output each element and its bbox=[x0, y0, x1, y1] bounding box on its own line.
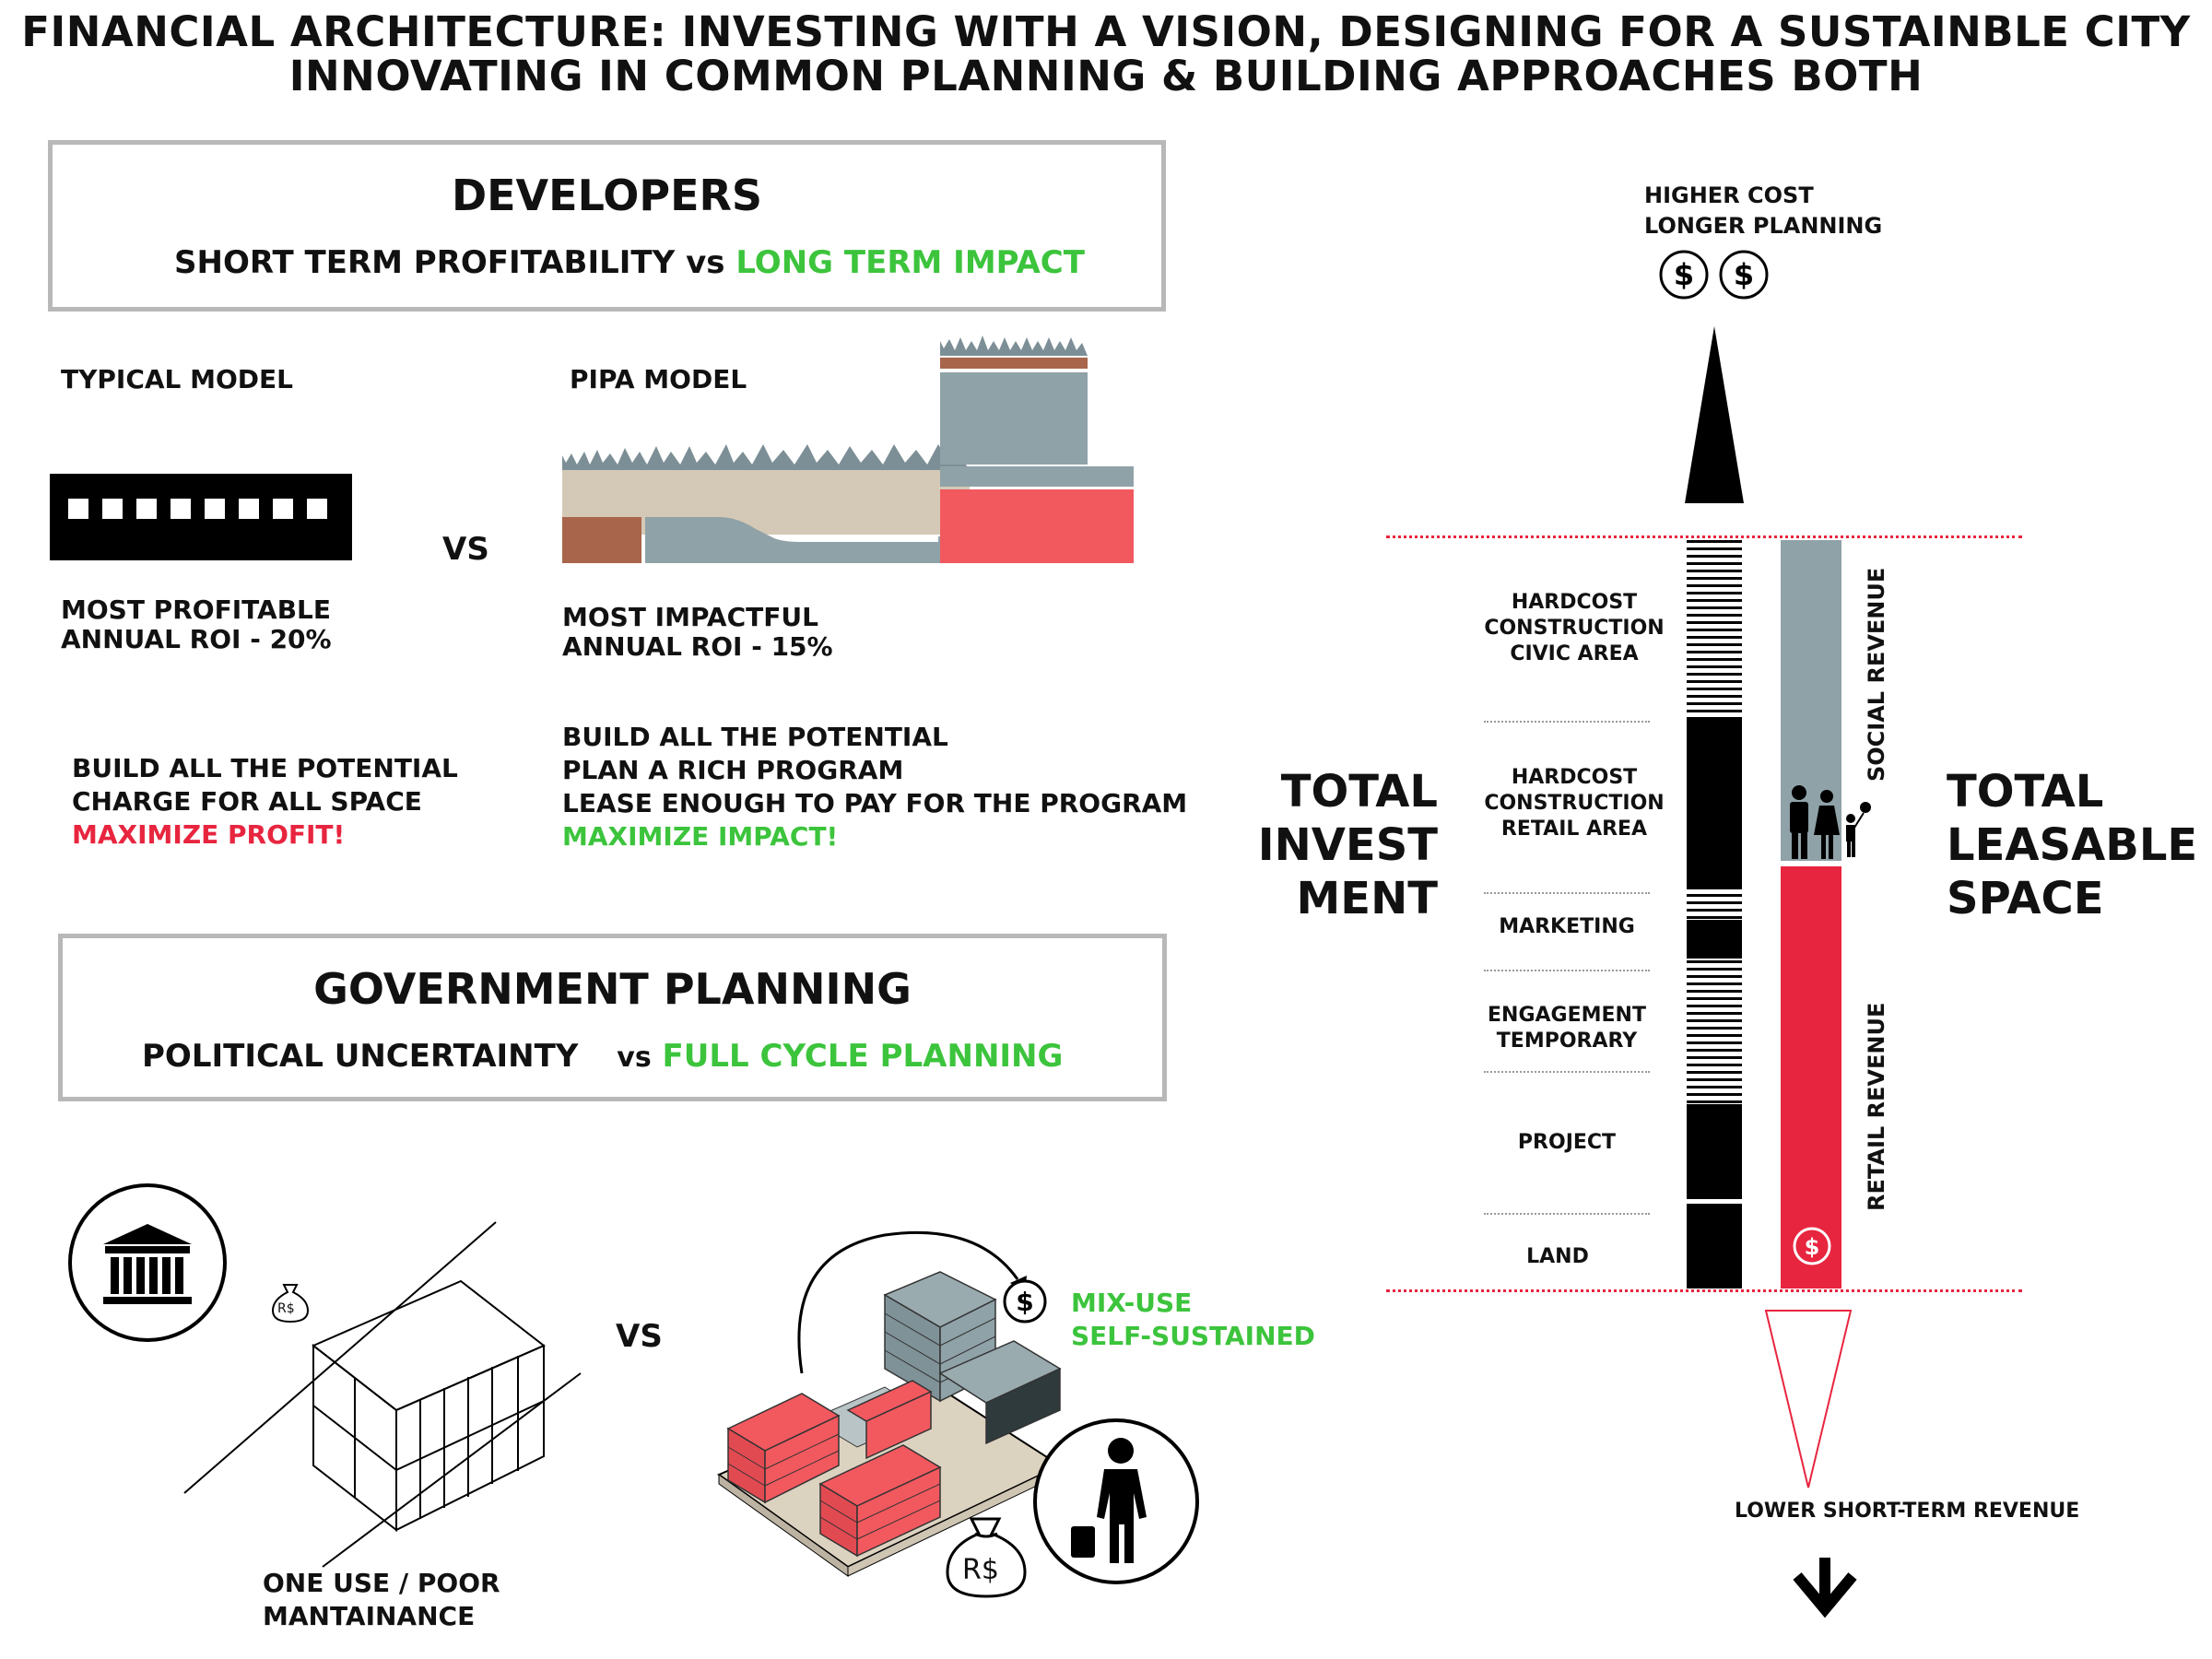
full-cycle-text: FULL CYCLE PLANNING bbox=[662, 1038, 1064, 1075]
short-term-text: SHORT TERM PROFITABILITY bbox=[174, 244, 676, 281]
bottom-vs: VS bbox=[616, 1318, 663, 1355]
one-use-building-drawing bbox=[183, 1221, 582, 1568]
bank-icon-circle bbox=[68, 1183, 227, 1342]
pipa-model-label: PIPA MODEL bbox=[570, 364, 747, 394]
down-arrow-icon bbox=[1793, 1558, 1857, 1618]
political-uncertainty-text: POLITICAL UNCERTAINTY bbox=[142, 1038, 579, 1075]
svg-text:$: $ bbox=[1674, 257, 1694, 292]
pipa-result-line2: ANNUAL ROI - 15% bbox=[562, 631, 833, 662]
civic-area-segment bbox=[1687, 540, 1742, 717]
dollar-coin-on-bar: $ bbox=[1793, 1227, 1831, 1265]
bottom-boundary-line bbox=[1386, 1289, 2022, 1292]
typical-building-windows bbox=[68, 499, 327, 519]
developers-vs: vs bbox=[686, 244, 725, 281]
revenue-bar bbox=[1781, 540, 1841, 1288]
business-person-icon bbox=[1071, 1438, 1147, 1563]
tower-red-base bbox=[940, 489, 1134, 563]
cycle-arrow bbox=[797, 1230, 1019, 1374]
pipa-strategy-line4: MAXIMIZE IMPACT! bbox=[562, 821, 839, 852]
typical-model-label: TYPICAL MODEL bbox=[61, 364, 293, 394]
down-triangle-icon bbox=[1764, 1310, 1853, 1488]
svg-text:$: $ bbox=[1805, 1234, 1820, 1260]
models-vs: VS bbox=[442, 531, 489, 568]
typical-building-icon bbox=[50, 474, 352, 560]
typical-strategy-line2: CHARGE FOR ALL SPACE bbox=[72, 786, 422, 817]
divider-2 bbox=[1484, 892, 1650, 894]
pipa-strategy-line1: BUILD ALL THE POTENTIAL bbox=[562, 722, 948, 752]
typical-strategy-line3: MAXIMIZE PROFIT! bbox=[72, 819, 346, 850]
cost-item-marketing: MARKETING bbox=[1499, 915, 1635, 938]
typical-result-line2: ANNUAL ROI - 20% bbox=[61, 624, 332, 654]
money-bag-icon-large bbox=[946, 1517, 1027, 1598]
retail-revenue-label: RETAIL REVENUE bbox=[1864, 1002, 1889, 1211]
pipa-result-line1: MOST IMPACTFUL bbox=[562, 602, 818, 632]
investment-bar bbox=[1687, 540, 1742, 1288]
marketing-segment bbox=[1687, 920, 1742, 959]
typical-result-line1: MOST PROFITABLE bbox=[61, 594, 332, 625]
government-box: GOVERNMENT PLANNING POLITICAL UNCERTAINT… bbox=[58, 934, 1167, 1101]
lower-revenue-label: LOWER SHORT-TERM REVENUE bbox=[1735, 1500, 2080, 1523]
up-arrow-icon bbox=[1685, 326, 1744, 503]
top-boundary-line bbox=[1386, 535, 2022, 538]
main-title-line1: FINANCIAL ARCHITECTURE: INVESTING WITH A… bbox=[21, 7, 2191, 56]
divider-3 bbox=[1484, 970, 1650, 971]
dollar-coins-icon: $ $ bbox=[1659, 250, 1769, 300]
cost-item-project: PROJECT bbox=[1517, 1131, 1617, 1154]
social-revenue-label: SOCIAL REVENUE bbox=[1864, 567, 1889, 782]
developers-heading: DEVELOPERS bbox=[451, 171, 763, 220]
one-use-line2: MANTAINANCE bbox=[263, 1601, 476, 1631]
tower-upper bbox=[940, 372, 1088, 465]
divider-5 bbox=[1484, 1213, 1650, 1215]
typical-building-body bbox=[50, 474, 352, 560]
left-roof-grass bbox=[562, 444, 970, 470]
currency-big: R$ bbox=[962, 1554, 999, 1586]
developers-box: DEVELOPERS SHORT TERM PROFITABILITY vs L… bbox=[48, 140, 1166, 312]
tower-ledge bbox=[940, 466, 1134, 487]
bank-icon bbox=[103, 1224, 192, 1304]
money-bag-icon-small bbox=[271, 1284, 310, 1324]
government-subtitle: POLITICAL UNCERTAINTY vs FULL CYCLE PLAN… bbox=[142, 1038, 1063, 1075]
cost-item-land: LAND bbox=[1526, 1245, 1589, 1268]
government-vs: vs bbox=[617, 1041, 652, 1074]
higher-cost-label: HIGHER COST bbox=[1644, 182, 1814, 208]
coin-icon bbox=[1003, 1279, 1047, 1324]
pipa-strategy-line3: LEASE ENOUGH TO PAY FOR THE PROGRAM bbox=[562, 788, 1188, 818]
mix-use-line2: SELF-SUSTAINED bbox=[1071, 1321, 1315, 1351]
currency-small: R$ bbox=[277, 1301, 295, 1316]
one-use-line1: ONE USE / POOR bbox=[263, 1568, 500, 1598]
land-segment bbox=[1687, 1204, 1742, 1288]
svg-text:$: $ bbox=[1016, 1287, 1033, 1317]
pipa-strategy-line2: PLAN A RICH PROGRAM bbox=[562, 755, 904, 785]
mix-use-line1: MIX-USE bbox=[1071, 1288, 1193, 1318]
longer-planning-label: LONGER PLANNING bbox=[1644, 213, 1883, 239]
project-segment bbox=[1687, 1104, 1742, 1196]
slate-ramp bbox=[645, 517, 981, 563]
main-title-line2: INNOVATING IN COMMON PLANNING & BUILDING… bbox=[288, 52, 1924, 100]
pipa-building-icon bbox=[562, 335, 1134, 563]
business-person-icon-circle bbox=[1033, 1418, 1199, 1584]
brown-block bbox=[562, 517, 641, 563]
retail-area-segment bbox=[1687, 717, 1742, 888]
mixed-use-block-drawing: $ bbox=[716, 1230, 1063, 1577]
tower-roof-grass bbox=[940, 335, 1088, 356]
family-icon bbox=[1790, 785, 1871, 859]
typical-strategy-line1: BUILD ALL THE POTENTIAL bbox=[72, 753, 458, 783]
developers-subtitle: SHORT TERM PROFITABILITY vs LONG TERM IM… bbox=[174, 244, 1085, 281]
divider-1 bbox=[1484, 721, 1650, 723]
engagement-segment bbox=[1687, 959, 1742, 1104]
divider-4 bbox=[1484, 1071, 1650, 1073]
long-term-text: LONG TERM IMPACT bbox=[735, 244, 1085, 281]
retail-revenue-segment bbox=[1781, 866, 1841, 1288]
svg-text:$: $ bbox=[1734, 257, 1754, 292]
government-heading: GOVERNMENT PLANNING bbox=[313, 964, 912, 1014]
tower-brown-stripe bbox=[940, 358, 1088, 369]
